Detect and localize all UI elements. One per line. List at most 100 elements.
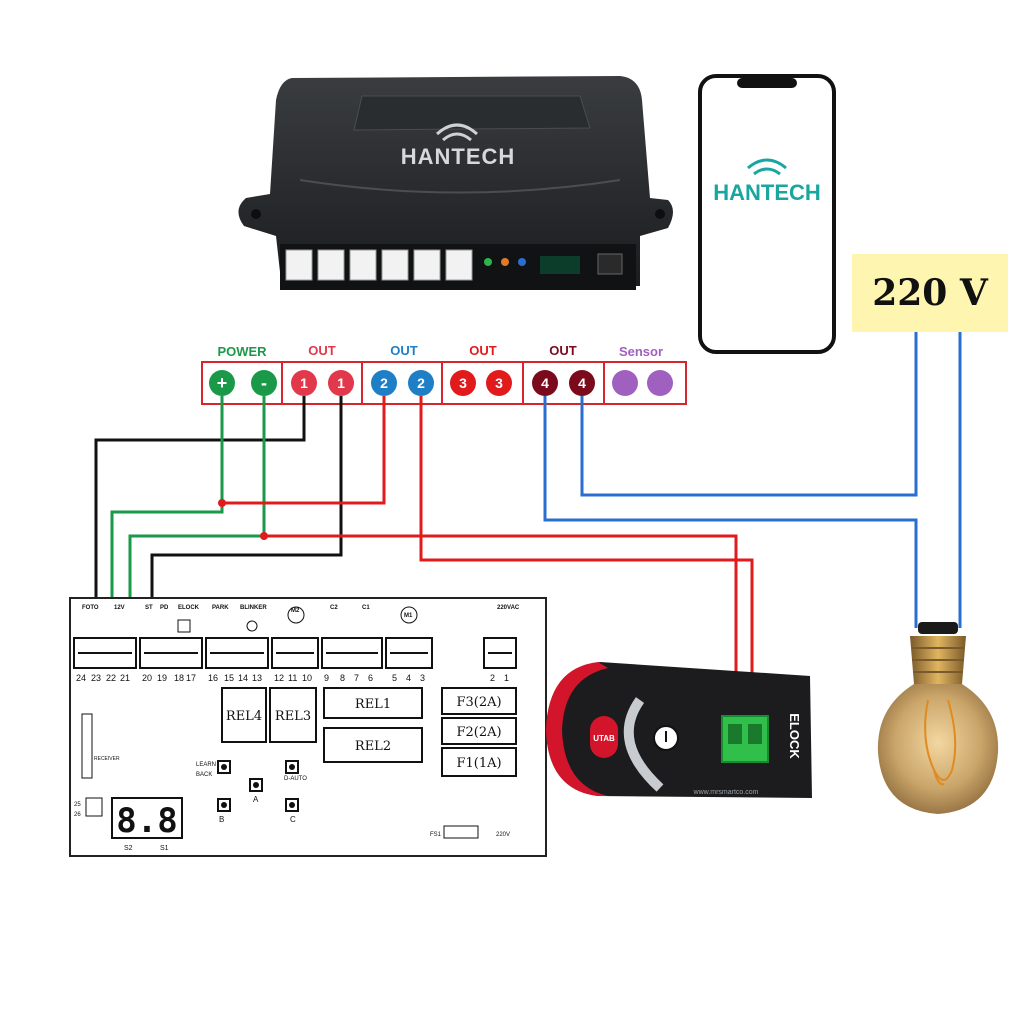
label-26: 26: [74, 812, 81, 818]
junction-dot-1: [218, 499, 226, 507]
hantech-module: HANTECH: [238, 76, 673, 290]
voltage-label-box: 220 V: [852, 254, 1008, 332]
terminal-number-16: 16: [208, 673, 218, 683]
junction-dot-2: [260, 532, 268, 540]
label-220v-board: 220V: [496, 832, 510, 838]
elock-coil-icon: [177, 619, 191, 633]
label-park: PARK: [212, 605, 229, 611]
label-b: B: [219, 815, 224, 824]
terminal-number-14: 14: [238, 673, 248, 683]
wires: [94, 332, 962, 718]
phone-brand-text: HANTECH: [713, 180, 821, 205]
motor-m1-icon: [400, 606, 418, 624]
terminal-number-3: 3: [420, 673, 425, 683]
label-fs1: FS1: [430, 832, 442, 838]
label-c1: C1: [362, 605, 370, 611]
elock-device: UTAB ELOCK www.mrsmartco.com: [546, 662, 812, 798]
seven-segment-display: 8.8 S2 S1: [111, 797, 183, 852]
terminal-number-9: 9: [324, 673, 329, 683]
smartphone: HANTECH: [698, 74, 836, 354]
terminal-number-4: 4: [406, 673, 411, 683]
fuse-f3: F3(2A): [441, 687, 517, 715]
pin-sensor-b: [647, 370, 673, 396]
pin-out2-a: 2: [371, 370, 397, 396]
terminal-number-7: 7: [354, 673, 359, 683]
terminal-number-1: 1: [504, 673, 509, 683]
svg-text:REL3: REL3: [275, 709, 311, 724]
group-label-out-4: OUT: [549, 343, 577, 358]
svg-text:REL4: REL4: [226, 709, 262, 724]
relay-rel1: REL1: [323, 687, 423, 719]
svg-text:+: +: [217, 373, 228, 393]
group-label-out-1: OUT: [308, 343, 336, 358]
fs1-connector: [443, 825, 479, 839]
pin-out4-a: 4: [532, 370, 558, 396]
relay-rel3: REL3: [269, 687, 317, 743]
svg-text:-: -: [261, 373, 267, 393]
label-m2: M2: [291, 608, 300, 614]
group-label-power: POWER: [217, 344, 267, 359]
label-elock: ELOCK: [178, 605, 200, 611]
svg-text:4: 4: [541, 375, 549, 391]
svg-text:2: 2: [380, 375, 388, 391]
fuse-f1: F1(1A): [441, 747, 517, 777]
terminal-number-13: 13: [252, 673, 262, 683]
fuse-f2: F2(2A): [441, 717, 517, 745]
terminal-number-20: 20: [142, 673, 152, 683]
utab-button: [590, 716, 618, 758]
label-learn: LEARN: [196, 762, 216, 768]
svg-text:2: 2: [417, 375, 425, 391]
pin-power-plus: +: [209, 370, 235, 396]
label-25: 25: [74, 802, 81, 808]
led-green: [484, 258, 492, 266]
label-220vac: 220VAC: [497, 605, 520, 611]
terminal-number-18: 18: [174, 673, 184, 683]
elock-label: ELOCK: [787, 713, 802, 759]
app-wifi-icon: [747, 158, 787, 176]
pin-out1-b: 1: [328, 370, 354, 396]
group-label-out-2: OUT: [390, 343, 418, 358]
terminal-number-23: 23: [91, 673, 101, 683]
label-m1: M1: [404, 613, 413, 619]
wire-red-out2a: [222, 396, 386, 505]
terminal-number-10: 10: [302, 673, 312, 683]
terminal-number-2: 2: [490, 673, 495, 683]
terminal-number-22: 22: [106, 673, 116, 683]
svg-text:REL1: REL1: [355, 697, 391, 712]
motor-m2-icon: [287, 606, 305, 624]
display-value: 8.8: [116, 801, 177, 841]
terminal-number-12: 12: [274, 673, 284, 683]
label-blinker: BLINKER: [240, 605, 267, 611]
wire-green-minus: [128, 396, 266, 600]
board-top-labels: FOTO 12V ST PD ELOCK PARK BLINKER M2 C2 …: [82, 605, 520, 619]
svg-text:4: 4: [578, 375, 586, 391]
terminal-number-5: 5: [392, 673, 397, 683]
pin-out3-b: 3: [486, 370, 512, 396]
blinker-lamp-icon: [246, 620, 258, 632]
wire-blue-out4a: [543, 396, 918, 628]
label-12v: 12V: [114, 605, 125, 611]
pin-out4-b: 4: [569, 370, 595, 396]
group-label-sensor: Sensor: [619, 344, 663, 359]
display-label-s2: S2: [124, 845, 133, 852]
wire-blue-out4b: [580, 332, 918, 497]
jumper-25-26: [85, 797, 103, 817]
terminal-number-11: 11: [288, 673, 297, 683]
terminal-number-17: 17: [186, 673, 196, 683]
terminal-strip: POWER OUT OUT OUT OUT Sensor + - 1 1 2 2: [201, 343, 687, 405]
board-button-labels: BACK LEARN D-AUTO A B C: [196, 762, 307, 824]
group-label-out-3: OUT: [469, 343, 497, 358]
module-connectors: [285, 249, 473, 281]
label-back: BACK: [196, 772, 212, 778]
svg-text:F1(1A): F1(1A): [456, 756, 501, 771]
terminal-number-15: 15: [224, 673, 234, 683]
utab-label: UTAB: [593, 734, 615, 743]
label-a: A: [253, 795, 259, 804]
label-c: C: [290, 815, 296, 824]
display-label-s1: S1: [160, 845, 169, 852]
module-brand-text: HANTECH: [401, 144, 516, 169]
label-c2: C2: [330, 605, 338, 611]
label-d-auto: D-AUTO: [284, 776, 307, 782]
svg-text:1: 1: [300, 375, 308, 391]
